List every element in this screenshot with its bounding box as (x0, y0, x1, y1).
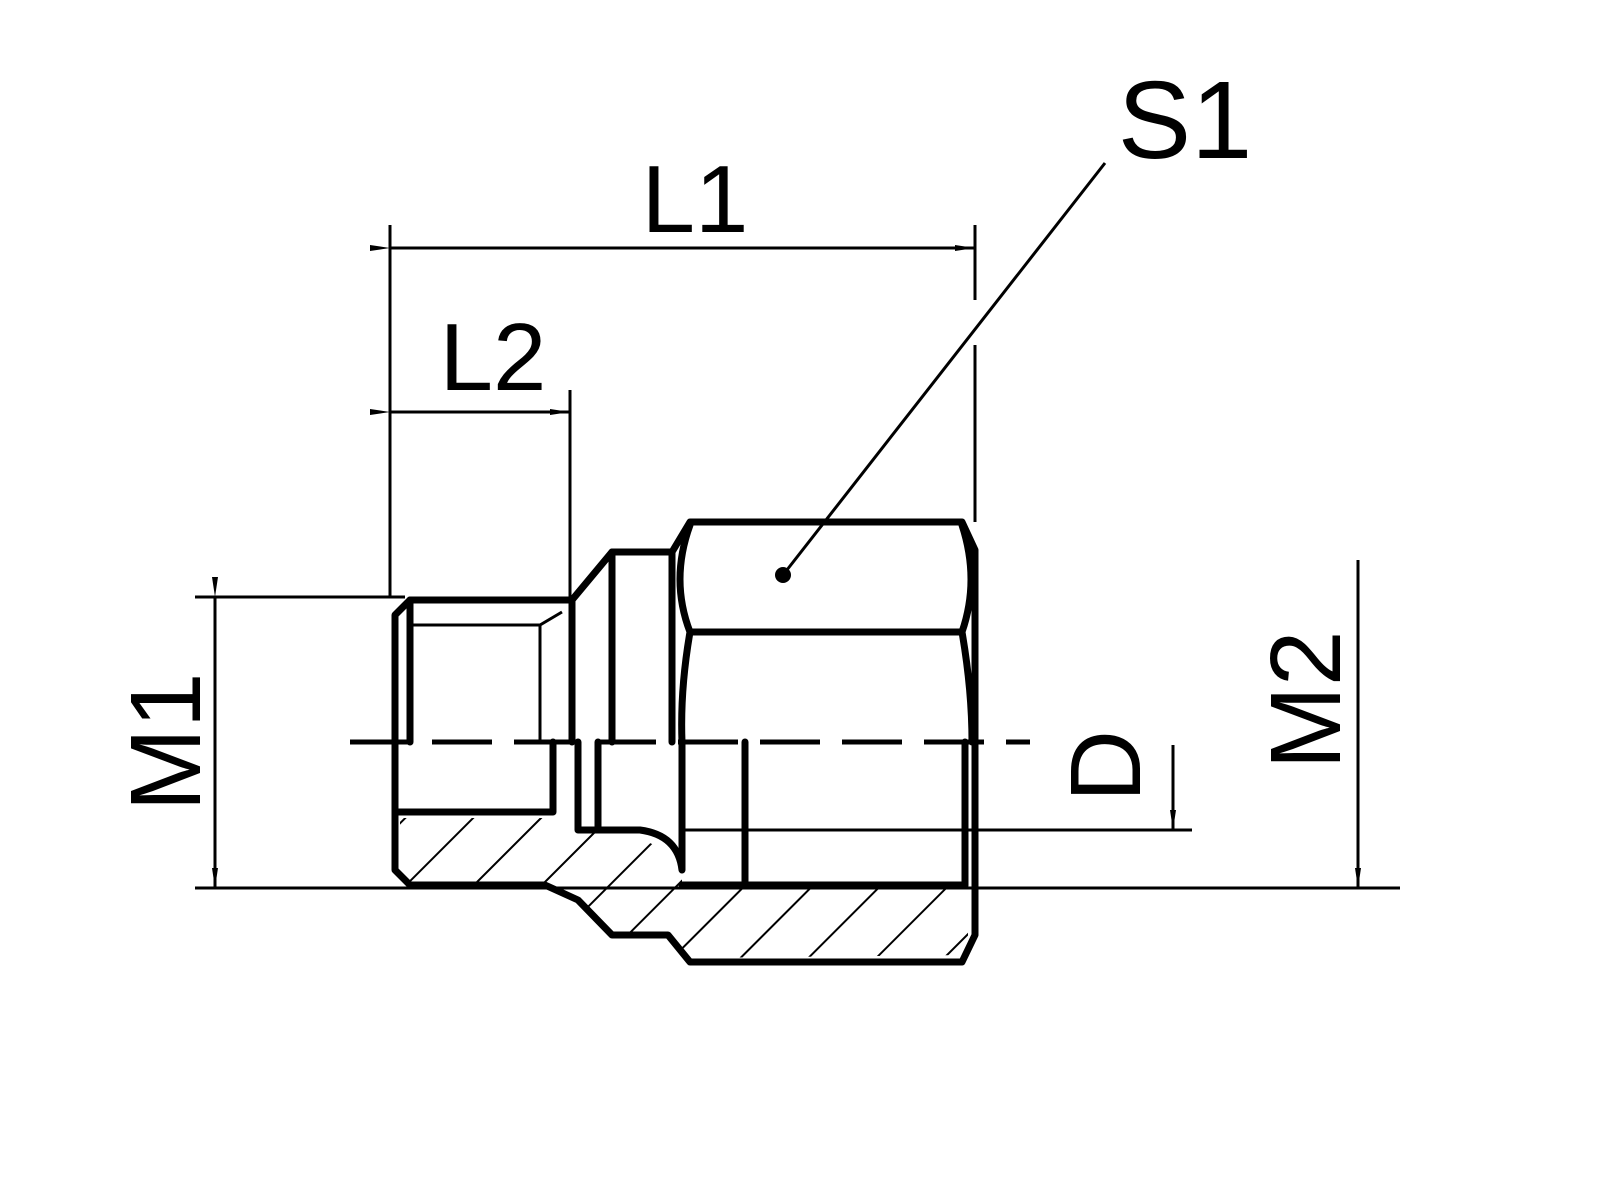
label-d: D (1050, 730, 1162, 802)
fitting-outline (391, 518, 979, 966)
label-l1: L1 (642, 146, 749, 253)
leader-s1: S1 (775, 59, 1252, 583)
label-l2: L2 (440, 304, 547, 411)
dimension-m2: M2 (1250, 560, 1362, 888)
dimension-m1: M1 (110, 577, 1400, 890)
dimension-d: D (965, 730, 1192, 832)
label-m2: M2 (1250, 631, 1362, 770)
dimension-l2: L2 (370, 304, 572, 600)
label-s1: S1 (1118, 59, 1253, 182)
label-m1: M1 (110, 673, 222, 812)
